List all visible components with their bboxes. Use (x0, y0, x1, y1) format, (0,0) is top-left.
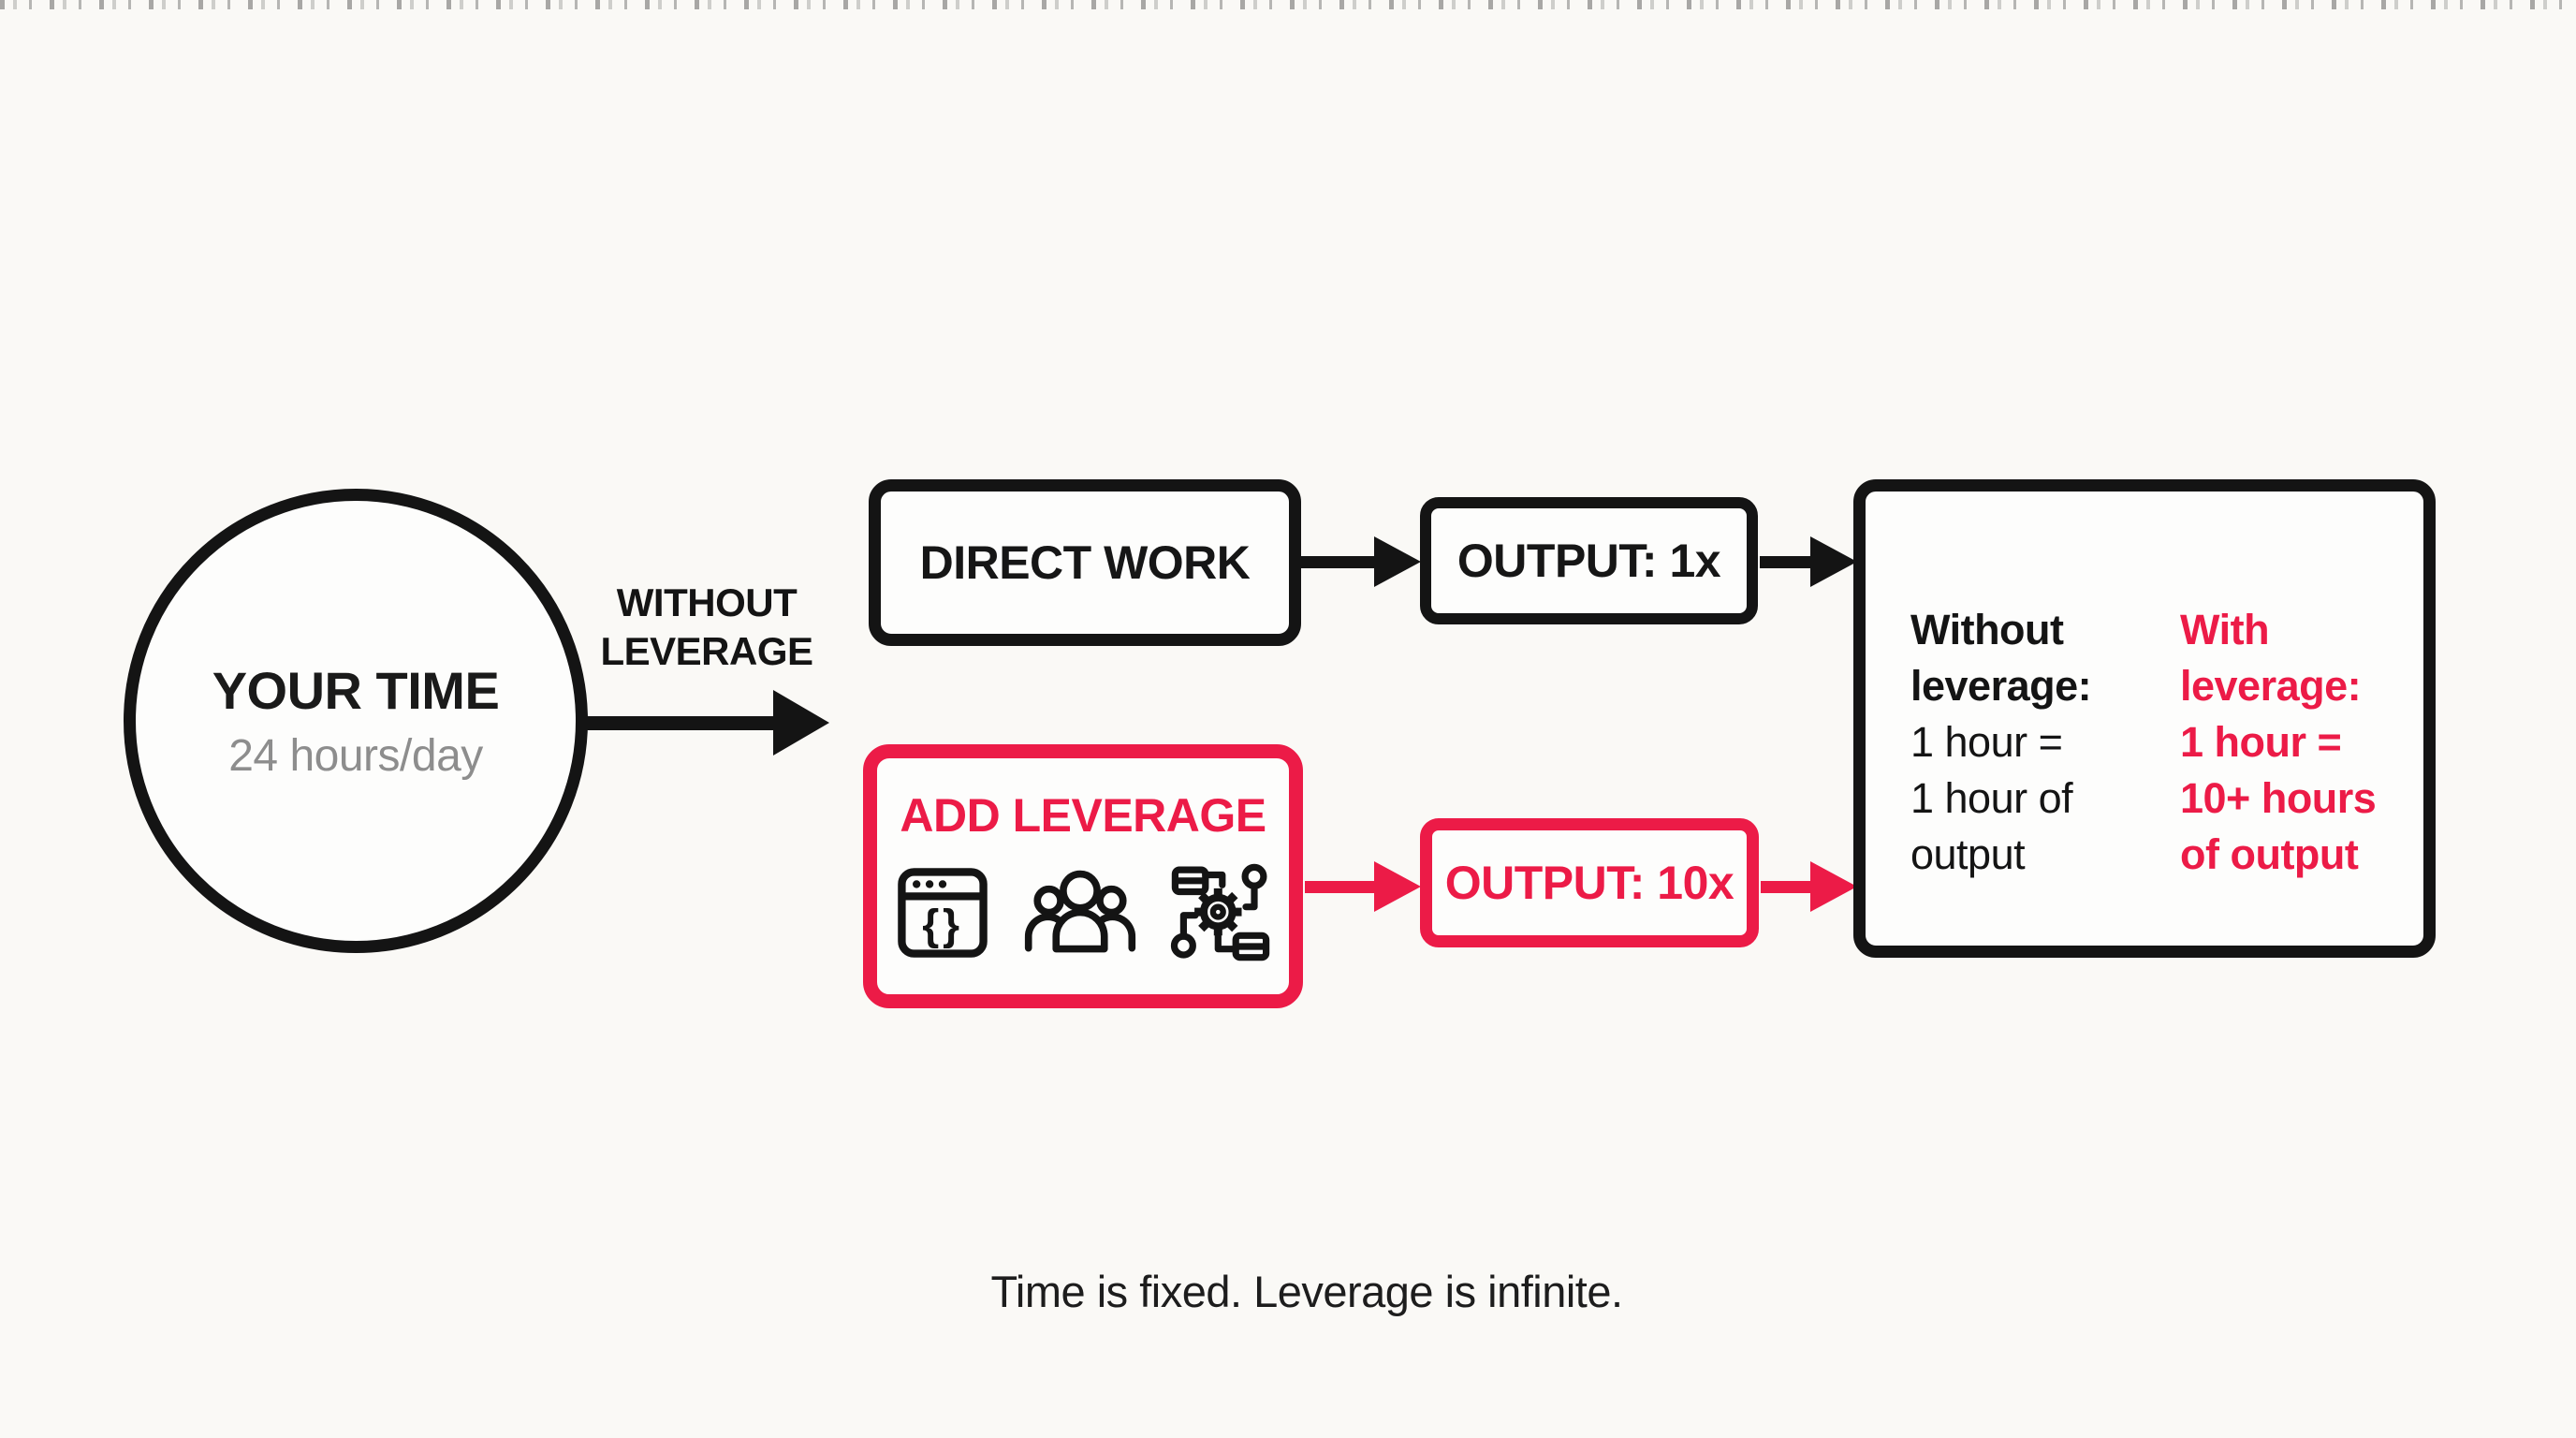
without-leverage-label-line2: LEVERAGE (600, 629, 813, 673)
output10x-to-result-arrow-line (1761, 881, 1814, 893)
without-heading-line1: Without (1910, 606, 2064, 653)
leverage-to-output-arrow-head (1374, 861, 1421, 912)
with-body-line1: 1 hour = (2180, 718, 2342, 766)
leverage-icons-row: {} (895, 859, 1271, 966)
without-leverage-label-line1: WITHOUT (616, 580, 798, 624)
result-comparison-node: Without leverage: 1 hour = 1 hour of out… (1853, 479, 2436, 958)
direct-work-node: DIRECT WORK (869, 479, 1301, 646)
output1x-to-result-arrow-head (1810, 536, 1857, 587)
add-leverage-node: ADD LEVERAGE {} (863, 744, 1303, 1008)
your-time-title: YOUR TIME (212, 661, 500, 720)
output-10x-label: OUTPUT: 10x (1444, 857, 1734, 909)
your-time-node: YOUR TIME 24 hours/day (124, 489, 588, 953)
code-braces-glyph: {} (922, 901, 963, 949)
output1x-to-result-arrow-line (1760, 556, 1814, 568)
main-flow-arrow-head (773, 690, 829, 756)
output10x-to-result-arrow-head (1810, 861, 1857, 912)
without-leverage-label: WITHOUT LEVERAGE (566, 579, 847, 676)
with-body-line2: 10+ hours (2180, 774, 2377, 822)
team-icon (1022, 865, 1138, 961)
direct-to-output-arrow-line (1301, 556, 1376, 568)
with-leverage-column: With leverage: 1 hour = 10+ hours of out… (2180, 602, 2429, 883)
code-window-icon: {} (895, 863, 990, 962)
main-flow-arrow-line (582, 716, 779, 730)
your-time-subtitle: 24 hours/day (228, 731, 483, 781)
with-heading-line2: leverage: (2180, 662, 2362, 710)
cropped-text-edge (0, 0, 2576, 9)
leverage-to-output-arrow-line (1305, 881, 1378, 893)
direct-work-label: DIRECT WORK (919, 536, 1251, 589)
output-1x-label: OUTPUT: 1x (1456, 535, 1721, 587)
without-body-line2: 1 hour of (1910, 774, 2073, 822)
without-body-line3: output (1910, 830, 2026, 878)
with-body-line3: of output (2180, 830, 2359, 878)
without-leverage-column: Without leverage: 1 hour = 1 hour of out… (1910, 602, 2171, 883)
without-body-line1: 1 hour = (1910, 718, 2063, 766)
with-heading-line1: With (2180, 606, 2270, 653)
add-leverage-label: ADD LEVERAGE (900, 789, 1266, 842)
output-10x-node: OUTPUT: 10x (1420, 818, 1759, 947)
workflow-automation-icon (1170, 859, 1271, 966)
without-heading-line2: leverage: (1910, 662, 2092, 710)
output-1x-node: OUTPUT: 1x (1420, 497, 1758, 624)
caption-text: Time is fixed. Leverage is infinite. (990, 1267, 1623, 1316)
direct-to-output-arrow-head (1374, 536, 1421, 587)
